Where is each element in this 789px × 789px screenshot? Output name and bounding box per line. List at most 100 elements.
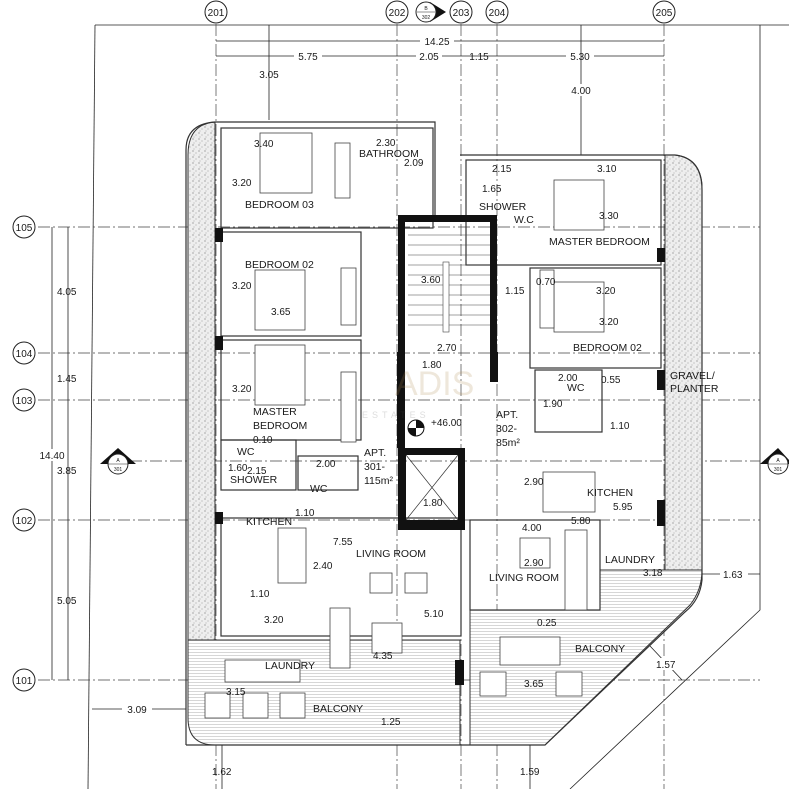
- dimension-label: 2.00: [558, 373, 578, 384]
- grid-bubble-104: 104: [12, 341, 36, 365]
- dimension-label: +46.00: [431, 418, 462, 429]
- dimension-label: 3.85: [57, 466, 77, 477]
- dimension-label: 3.10: [597, 164, 617, 175]
- apt-name: APT.: [496, 409, 518, 421]
- dimension-label: 3.20: [232, 281, 252, 292]
- section-marker-b: B 302: [415, 1, 446, 23]
- dimension-label: 1.80: [423, 498, 443, 509]
- dimension-label: B: [424, 6, 428, 12]
- dimension-label: 3.05: [259, 70, 279, 81]
- grid-bubble-203: 203: [449, 0, 473, 24]
- dimension-label: 2.90: [524, 477, 544, 488]
- dimension-label: 2.40: [313, 561, 333, 572]
- apt-area: 115m²: [364, 475, 393, 487]
- dimension-label: 203: [453, 8, 470, 19]
- gravel-planter-left: [187, 121, 216, 641]
- dimension-label: 3.18: [643, 568, 663, 579]
- room-label-shower: SHOWER: [479, 201, 527, 213]
- dimension-label: 0.10: [253, 435, 273, 446]
- dimension-label: 2.90: [524, 558, 544, 569]
- dimension-label: 2.05: [419, 52, 439, 63]
- room-label-master: MASTER: [253, 406, 297, 418]
- dimension-label: 5.95: [613, 502, 633, 513]
- dimension-label: 1.15: [505, 286, 525, 297]
- dimension-label: 3.15: [226, 687, 246, 698]
- apt-number: 302-: [496, 423, 518, 435]
- grid-bubble-205: 205: [652, 0, 676, 24]
- room-label-living-room: LIVING ROOM: [489, 572, 559, 584]
- dimension-label: 2.15: [492, 164, 512, 175]
- dimension-label: 202: [389, 8, 406, 19]
- dimension-label: 1.80: [422, 360, 442, 371]
- dimension-label: 102: [16, 516, 33, 527]
- dimension-label: 3.40: [254, 139, 274, 150]
- apt-301: BATHROOM BEDROOM 03 BEDROOM 02 MASTER BE…: [226, 138, 444, 728]
- dimension-label: 103: [16, 396, 33, 407]
- room-label-laundry: LAUNDRY: [605, 554, 655, 566]
- dimension-label: 0.70: [536, 277, 556, 288]
- dimension-label: 3.65: [524, 679, 544, 690]
- level-marker: +46.00: [407, 418, 462, 437]
- watermark-logo: ADIS ESTATES: [362, 365, 474, 420]
- dimension-label: 1.45: [57, 374, 77, 385]
- dimension-label: 0.25: [537, 618, 557, 629]
- dimension-label: 301: [114, 467, 123, 473]
- room-label-master-bedroom: MASTER BEDROOM: [549, 236, 650, 248]
- walls: [185, 121, 703, 746]
- room-label-bedroom: BEDROOM: [253, 420, 307, 432]
- room-label-bedroom-02: BEDROOM 02: [573, 342, 642, 354]
- dimension-label: ADIS: [395, 365, 474, 403]
- room-label-kitchen: KITCHEN: [587, 487, 633, 499]
- dimension-label: 3.20: [596, 286, 616, 297]
- room-label-living-room: LIVING ROOM: [356, 548, 426, 560]
- dimension-label: 3.20: [232, 384, 252, 395]
- dimension-label: 1.25: [381, 717, 401, 728]
- grid-bubble-202: 202: [385, 0, 409, 24]
- dimension-label: 2.70: [437, 343, 457, 354]
- apt-302: SHOWER W.C MASTER BEDROOM BEDROOM 02 WC …: [479, 164, 663, 690]
- gravel-label-line1: GRAVEL/: [670, 370, 715, 382]
- dimension-label: 205: [656, 8, 673, 19]
- dimension-label: 4.00: [571, 86, 591, 97]
- dimension-label: A: [776, 458, 780, 464]
- dimension-label: 101: [16, 676, 33, 687]
- room-label-wc: WC: [237, 446, 255, 458]
- dimension-label: 5.75: [298, 52, 318, 63]
- dimension-label: 2.00: [316, 459, 336, 470]
- dimension-label: 3.20: [232, 178, 252, 189]
- grid-bubble-102: 102: [12, 508, 36, 532]
- dimension-label: 5.10: [424, 609, 444, 620]
- dimension-label: 1.62: [212, 767, 232, 778]
- dimension-label: 5.80: [571, 516, 591, 527]
- room-label-bathroom: BATHROOM: [359, 148, 419, 160]
- grid-bubble-101: 101: [12, 668, 36, 692]
- dimension-label: 7.55: [333, 537, 353, 548]
- balcony-right: [469, 569, 703, 746]
- dimension-label: 2.15: [247, 466, 267, 477]
- dimension-label: 1.10: [610, 421, 630, 432]
- dimension-label: 1.60: [228, 463, 248, 474]
- stairs: [408, 234, 490, 333]
- dimension-label: 5.30: [570, 52, 590, 63]
- room-label-bedroom-03: BEDROOM 03: [245, 199, 314, 211]
- grid-bubble-204: 204: [485, 0, 509, 24]
- core-dimensions: 3.60 2.70 1.80 1.80: [421, 275, 457, 509]
- dimension-label: 1.10: [295, 508, 315, 519]
- room-label-shower: SHOWER: [230, 474, 278, 486]
- section-marker-a-left: A 301: [100, 448, 136, 475]
- dimension-label: 301: [774, 467, 783, 473]
- dimension-label: 1.15: [469, 52, 489, 63]
- dimension-label: 1.90: [543, 399, 563, 410]
- room-label-laundry: LAUNDRY: [265, 660, 315, 672]
- dimension-label: 3.65: [271, 307, 291, 318]
- room-label-wc: W.C: [514, 214, 534, 226]
- dimension-label: ESTATES: [362, 410, 430, 420]
- dimension-label: 1.59: [520, 767, 540, 778]
- dimension-label: A: [116, 458, 120, 464]
- grid-bubble-201: 201: [204, 0, 228, 24]
- furniture: [204, 132, 605, 719]
- dimension-label: 204: [489, 8, 506, 19]
- dimension-label: 3.20: [264, 615, 284, 626]
- room-label-balcony: BALCONY: [313, 703, 363, 715]
